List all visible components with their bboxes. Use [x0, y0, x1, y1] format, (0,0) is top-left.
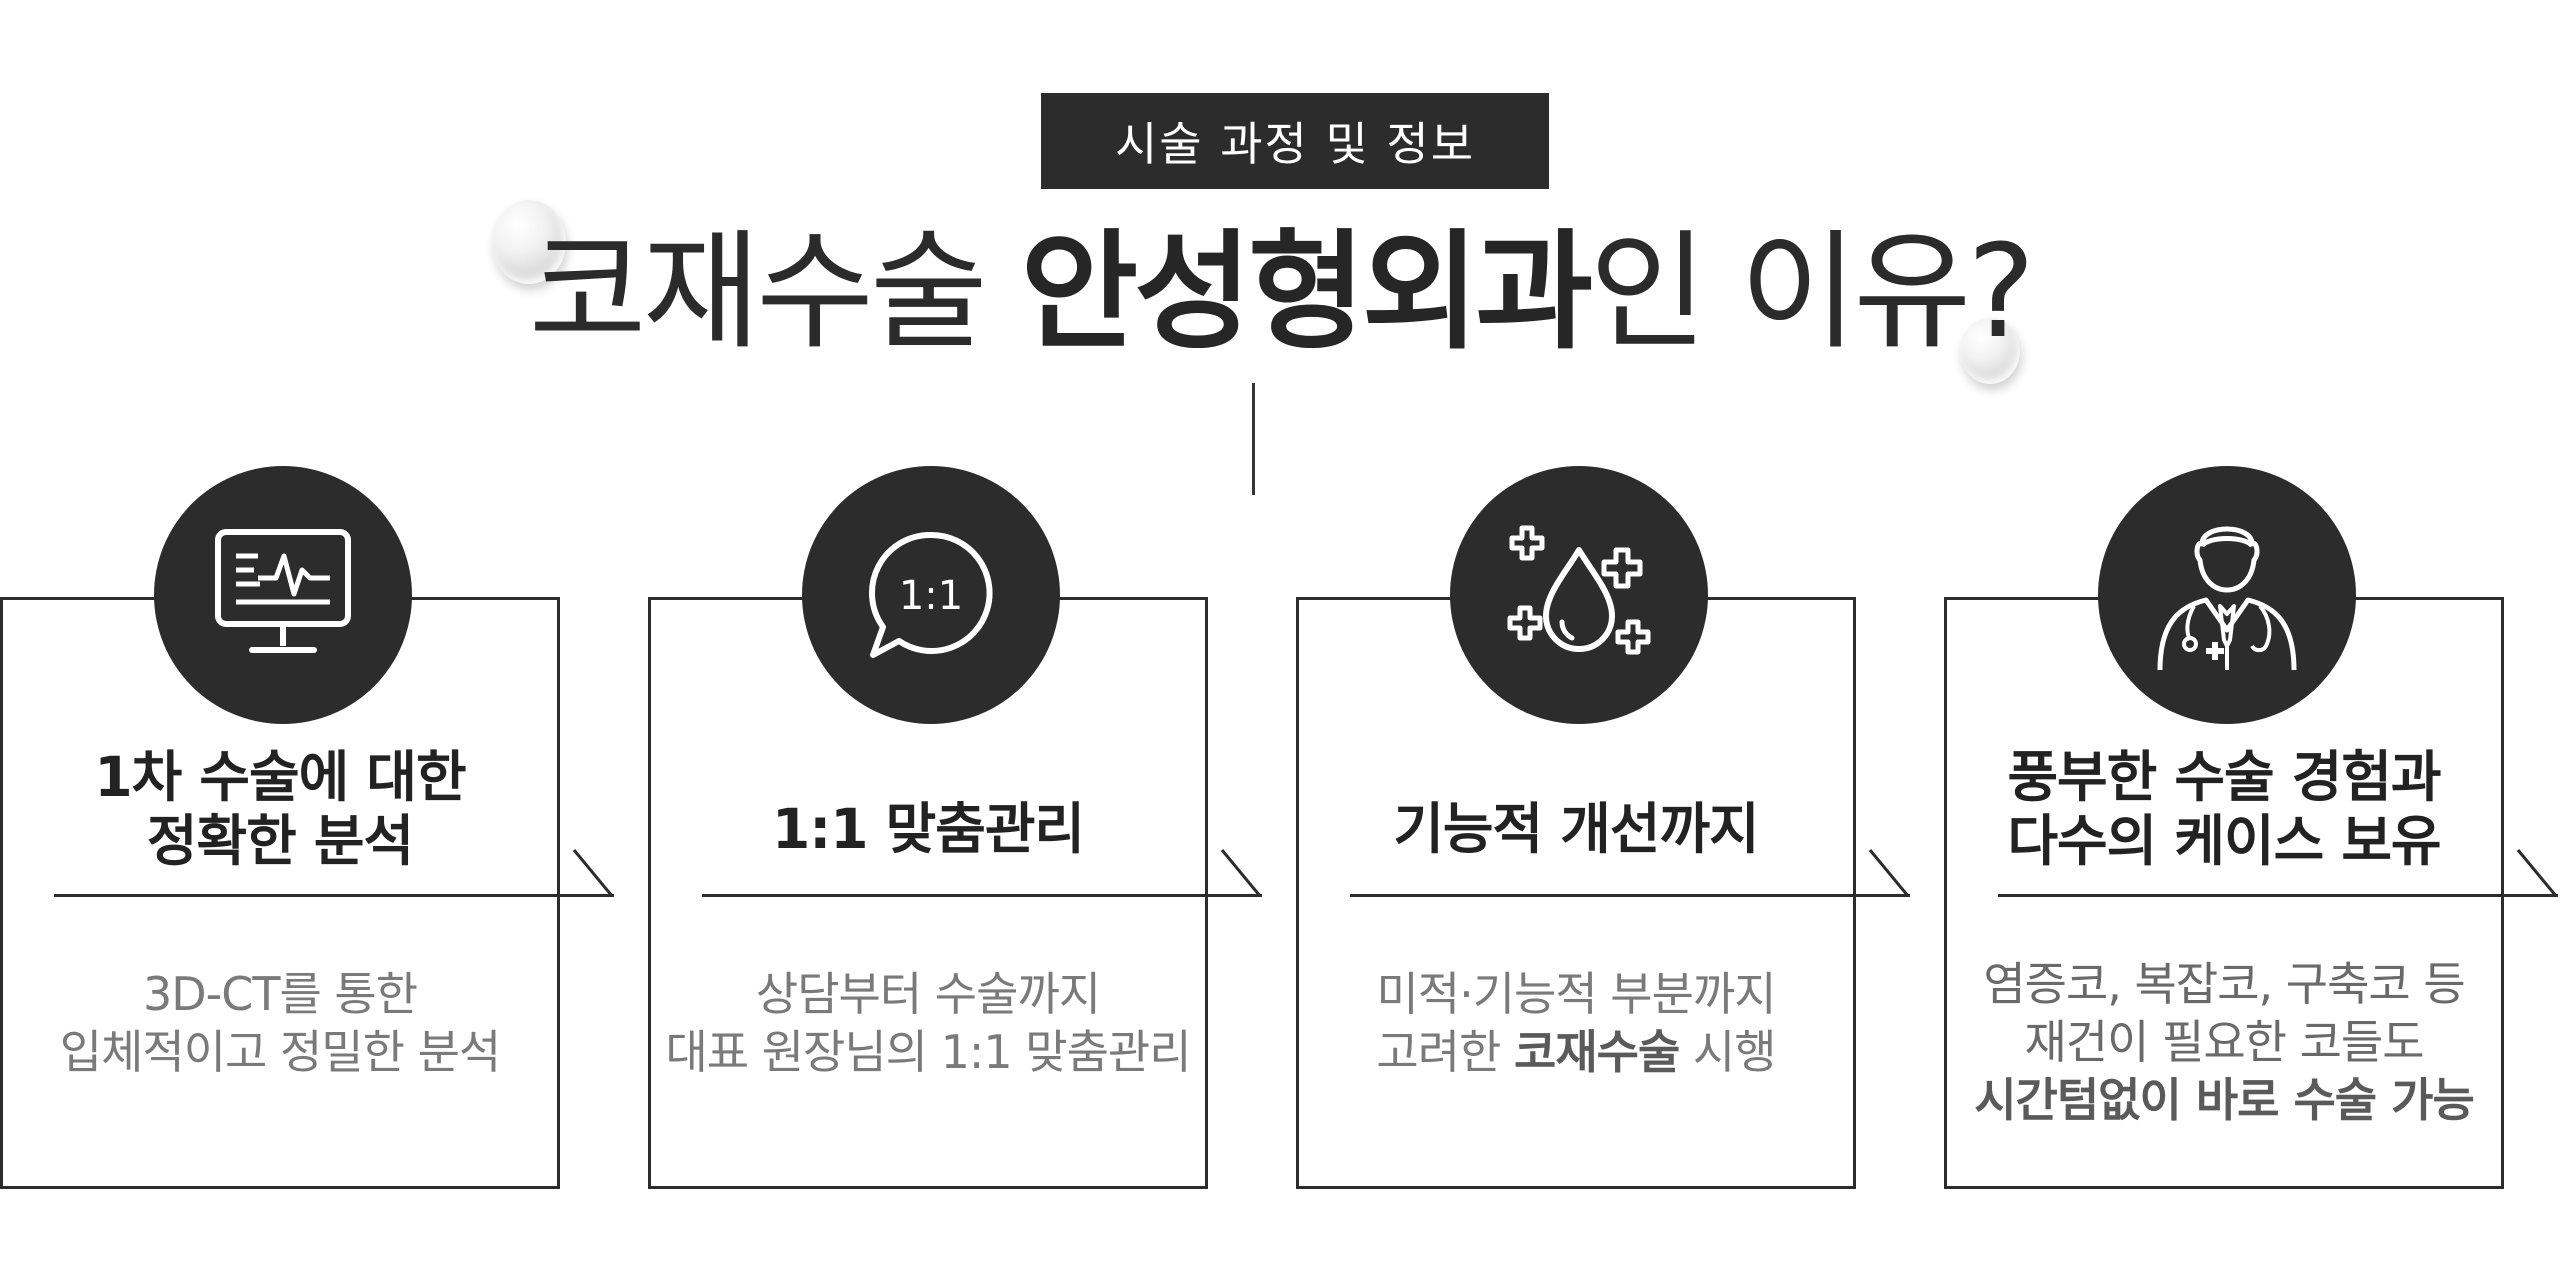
center-divider-line	[1252, 383, 1255, 495]
card-function-icon-circle	[1450, 466, 1708, 724]
svg-text:1:1: 1:1	[899, 573, 963, 619]
page-headline: 코재수술 안성형외과인 이유?	[0, 210, 2560, 375]
card-experience-separator-hook	[2516, 849, 2558, 897]
card-analysis-separator-hook	[572, 849, 614, 897]
card-custom-care-description: 상담부터 수술까지 대표 원장님의 1:1 맞춤관리	[665, 967, 1191, 1079]
card-function-description: 미적·기능적 부분까지 고려한 코재수술 시행	[1376, 967, 1776, 1079]
doctor-icon	[2157, 526, 2297, 671]
section-badge: 시술 과정 및 정보	[1041, 93, 1549, 189]
card-analysis-title: 1차 수술에 대한 정확한 분석	[94, 745, 466, 873]
card-custom-care-separator	[702, 894, 1262, 897]
card-custom-care-icon-circle: 1:1	[802, 466, 1060, 724]
card-analysis-icon-circle	[154, 466, 412, 724]
headline-tail: 인 이유?	[1589, 218, 2035, 367]
water-drop-decoration	[492, 200, 566, 284]
card-experience-title: 풍부한 수술 경험과 다수의 케이스 보유	[2007, 745, 2441, 873]
monitor-heartbeat-icon	[215, 529, 351, 653]
headline-lead: 코재수술	[528, 218, 1021, 367]
headline-clinic-name: 안성형외과	[1020, 218, 1594, 367]
card-experience-separator	[1998, 894, 2558, 897]
card-function-title: 기능적 개선까지	[1393, 797, 1759, 861]
card-custom-care-title: 1:1 맞춤관리	[771, 797, 1085, 861]
card-function-separator	[1350, 894, 1910, 897]
card-custom-care-separator-hook	[1220, 849, 1262, 897]
card-function-separator-hook	[1868, 849, 1910, 897]
card-experience-description: 염증코, 복잡코, 구축코 등 재건이 필요한 코들도 시간텀없이 바로 수술 …	[1974, 957, 2475, 1127]
card-experience-icon-circle	[2098, 466, 2356, 724]
speech-bubble-1to1-icon: 1:1	[868, 531, 993, 658]
water-drop-decoration-small	[1960, 318, 2020, 384]
card-analysis-description: 3D-CT를 통한 입체적이고 정밀한 분석	[59, 967, 501, 1079]
drop-with-crosses-icon	[1507, 525, 1651, 655]
card-analysis-separator	[54, 894, 614, 897]
